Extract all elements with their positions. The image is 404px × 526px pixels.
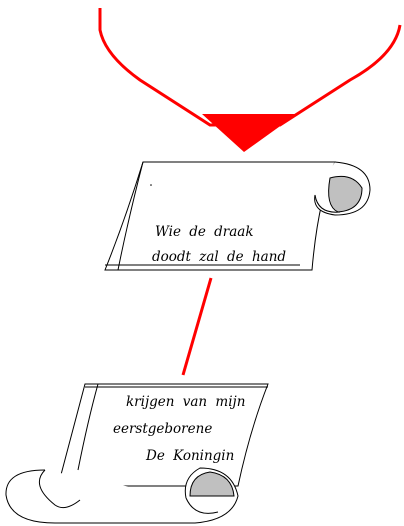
upper-scroll-curl-inner <box>314 194 341 213</box>
lower-scroll-curl <box>189 471 235 497</box>
upper-scroll-dot <box>150 184 152 186</box>
lower-scroll-line-1: krijgen van mijn <box>126 394 245 410</box>
upper-scroll-line-1: Wie de draak <box>155 224 254 240</box>
upper-scroll: Wie de draak doodt zal de hand <box>104 161 371 271</box>
lower-scroll-line-2: eerstgeborene <box>113 421 212 437</box>
heart-outline <box>98 8 402 127</box>
upper-scroll-left-border <box>117 161 144 271</box>
upper-scroll-line-2: doodt zal de hand <box>152 249 286 265</box>
upper-scroll-curl <box>328 175 363 213</box>
lower-scroll-left-border <box>77 383 99 471</box>
lower-scroll-roll-top <box>38 469 81 509</box>
lower-scroll: krijgen van mijn eerstgeborene De Koning… <box>5 383 269 524</box>
lower-scroll-sheet <box>57 383 269 487</box>
lower-scroll-roll <box>5 467 239 524</box>
lower-scroll-curl-lip <box>185 497 219 514</box>
heart-tip <box>202 114 297 152</box>
lower-scroll-line-3: De Koningin <box>145 448 234 464</box>
connector-line <box>181 277 213 376</box>
